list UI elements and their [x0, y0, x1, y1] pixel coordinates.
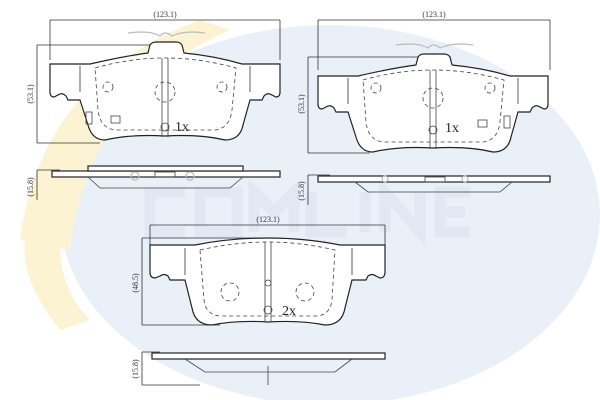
pad-1-side-view: (15.8): [26, 165, 281, 200]
pad-1-thickness-label: (15.8): [26, 177, 35, 197]
pad-2-width-label: (123.1): [422, 10, 446, 19]
pad-3-side-view: (15.8): [131, 351, 386, 386]
pad-2-height-label: (53.1): [297, 94, 306, 114]
pad-3-height-label: (48.5): [131, 273, 140, 293]
pad-2-thickness-label: (15.8): [297, 181, 306, 201]
pad-2-quantity: 1x: [445, 121, 459, 136]
pad-3-thickness-label: (15.8): [131, 359, 140, 379]
pad-1-front-view: (123.1) (53.1) 1x: [26, 10, 281, 144]
pad-3-width-label: (123.1): [256, 215, 280, 224]
pad-2-front-view: (123.1) (53.1) 1x: [297, 10, 551, 154]
pad-2-side-view: (15.8): [297, 174, 551, 205]
pad-3-front-view: (123.1) (48.5) 2x: [131, 215, 386, 326]
pad-1-width-label: (123.1): [153, 10, 177, 19]
pad-3-quantity: 2x: [282, 304, 296, 319]
comline-logo-lettering: [144, 177, 470, 247]
pad-1-height-label: (53.1): [26, 84, 35, 104]
pad-1-quantity: 1x: [175, 120, 189, 135]
